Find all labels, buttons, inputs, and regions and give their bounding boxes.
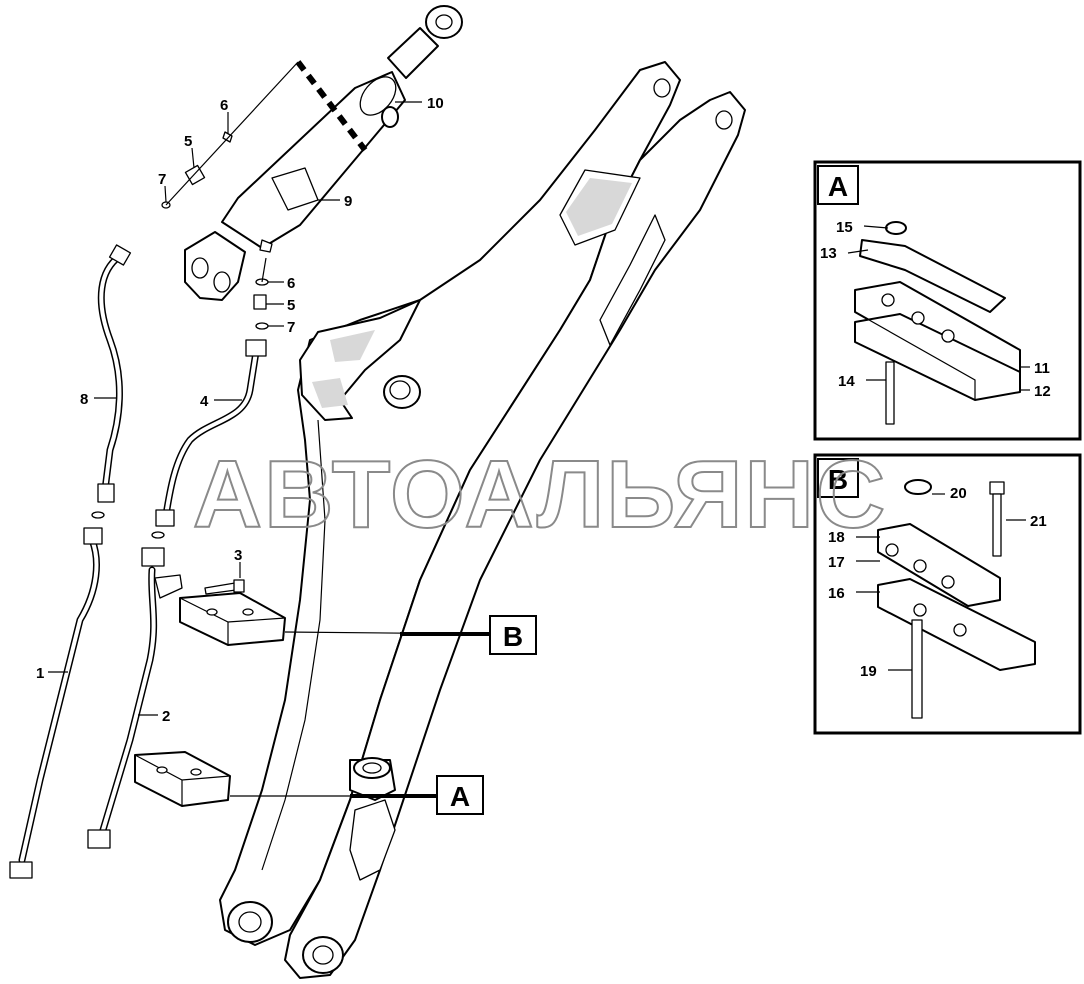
boom-arm [219,61,746,979]
callout-5-mid: 5 [287,297,295,314]
callout-2: 2 [162,708,170,725]
inset-b-callout-17: 17 [828,554,845,571]
callout-6-mid: 6 [287,275,295,292]
callout-8: 8 [80,391,88,408]
callout-1: 1 [36,665,44,682]
inset-a-callout-11: 11 [1034,360,1050,377]
detail-tag-a-label: A [450,781,470,812]
callout-10: 10 [427,95,444,112]
inset-b-callout-18: 18 [828,529,845,546]
inset-b: B 20 21 18 17 16 19 [813,453,1082,735]
detail-tag-a [436,775,484,815]
watermark-text: АВТОАЛЬЯНС [193,441,887,548]
hydraulic-cylinder [184,5,463,301]
inset-b-title: B [828,464,848,495]
clamp-a-assembly [134,751,231,807]
inset-b-frame [813,453,1082,735]
callout-6-top: 6 [220,97,228,114]
callout-7-top: 7 [158,171,166,188]
inset-a-callout-13: 13 [820,245,837,262]
callout-5-top: 5 [184,133,192,150]
inset-a: A 15 13 11 12 14 [813,160,1082,441]
inset-a-title: A [828,171,848,202]
callout-4: 4 [200,393,209,410]
inset-b-callout-19: 19 [860,663,877,680]
hoses-and-fittings [9,61,299,879]
detail-tag-b-label: B [503,621,523,652]
main-callouts: 10 9 6 5 7 6 5 7 8 4 3 1 2 [36,95,444,725]
callout-9: 9 [344,193,352,210]
inset-b-title-box [817,458,859,498]
inset-b-callout-21: 21 [1030,513,1047,530]
detail-tag-b [489,615,537,655]
inset-a-callout-14: 14 [838,373,855,390]
inset-a-title-box [817,165,859,205]
inset-b-callout-16: 16 [828,585,845,602]
inset-a-callout-15: 15 [836,219,853,236]
callout-3: 3 [234,547,242,564]
callout-7-mid: 7 [287,319,295,336]
clamp-b-assembly [179,592,286,646]
inset-b-callout-20: 20 [950,485,967,502]
inset-a-callout-12: 12 [1034,383,1051,400]
